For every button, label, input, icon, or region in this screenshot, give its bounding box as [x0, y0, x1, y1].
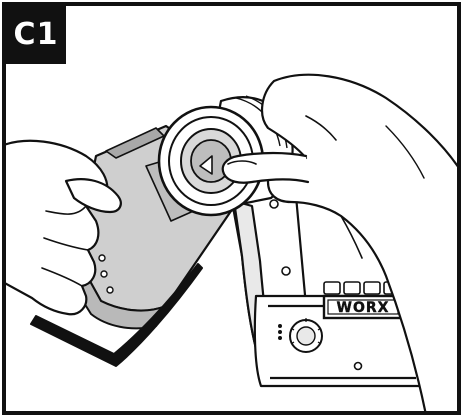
press-thumb-icon: [221, 73, 457, 411]
holding-hand-icon: [6, 139, 122, 316]
speed-dial: [278, 318, 323, 353]
tool-illustration: WORX: [6, 73, 457, 411]
step-badge: C1: [6, 6, 66, 64]
brand-logo-text: WORX: [337, 300, 390, 316]
housing-screws: [269, 199, 363, 371]
triangle-arrow-icon: [199, 155, 213, 175]
tool-head: [157, 95, 294, 217]
brand-logo: WORX: [322, 294, 404, 320]
